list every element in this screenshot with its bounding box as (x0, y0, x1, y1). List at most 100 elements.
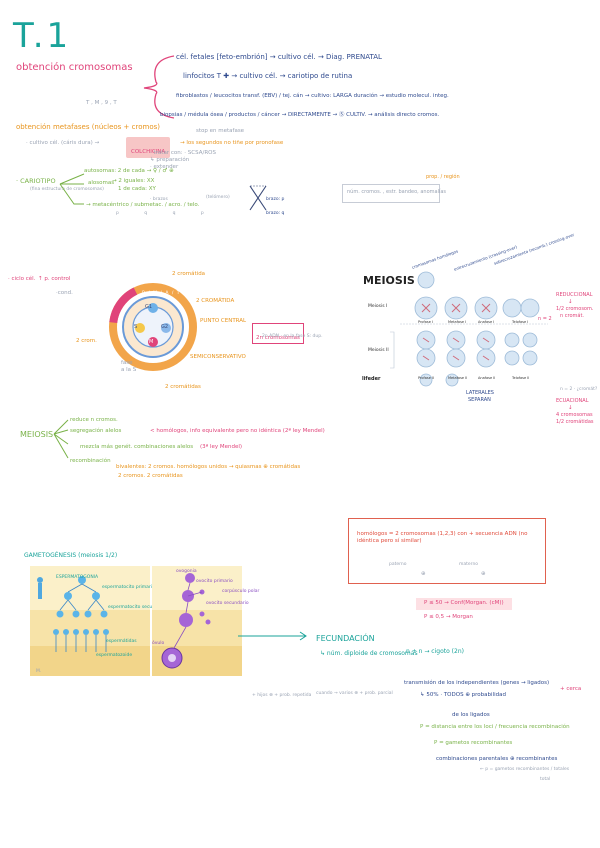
herencia-l8: total (540, 777, 551, 782)
colchicina-tag: COLCHICINA (126, 137, 171, 158)
meiosis-stage-7: Anafase II (478, 376, 496, 380)
fecundacion-title: FECUNDACIÓN (316, 634, 375, 643)
meiosis-stage-4: Telofase I (512, 320, 529, 324)
metafases-heading: obtención metafases (núcleos + cromos) (16, 123, 160, 131)
meiosis-bottom-2: SEPARAN (468, 397, 491, 403)
meiosis-notes-b4c: 2 cromos. 2 cromátidas (118, 473, 183, 479)
fecundacion-sub: ↳ núm. diploide de cromosomas (320, 650, 418, 657)
meiosis-title: MEIOSIS (363, 274, 415, 287)
cariotipo-box-note: prop. / región (426, 174, 460, 180)
meiosis-diagram: MEIOSIS Meiosis I Meiosis II cromosomas … (360, 232, 575, 390)
egg-label-4: corpúsculo polar (222, 589, 260, 594)
cycle-s: S (134, 324, 138, 330)
meiosis-bottom: LATERALES (466, 390, 494, 396)
colchicina-label: COLCHICINA (131, 149, 166, 155)
meiosis-side-n: n = 2 · ¿cromát? (560, 387, 598, 392)
meiosis-stage-1: Profase I (418, 320, 434, 324)
cycle-g1: G1 (145, 304, 153, 310)
cycle-fase-2: a la S (121, 367, 137, 373)
cariotipo-b5-note2: · brazos (150, 197, 168, 202)
homologos-note-1: paterno (389, 562, 407, 567)
egg-label-2: ovocito primario (196, 579, 233, 584)
cariotipo-box: núm. cromos. , estr. bandeo, anomalías (342, 184, 446, 203)
cell-cycle-wheel (109, 283, 197, 371)
cariotipo-foot: p q q p (116, 211, 216, 216)
meiosis-notes-b2: segregación alelos (70, 428, 122, 434)
meiosis-notes-b4: recombinación (70, 458, 111, 464)
cycle-hint-2: 2n ADN · en la fase S: dup. (262, 334, 323, 339)
metafases-sub-3: · extender (150, 164, 179, 170)
cycle-fase: fase (121, 360, 133, 366)
meiosis-stage-3: Anafase I (478, 320, 495, 324)
egg-label-1: ovogonia (176, 569, 197, 574)
meiosis-stage-2: Metafase I (448, 320, 467, 324)
herencia-l1b: + cerca (560, 686, 582, 692)
metafases-sub-2: ↳ preparación (150, 157, 190, 163)
meiosis-notes-label: MEIOSIS (20, 430, 54, 439)
cariotipo-branches (59, 173, 85, 205)
metafases-note: stop en metafase (196, 128, 245, 134)
meiosis-side-3b: ↓ (568, 405, 573, 411)
meiosis-side-1d: n cromát. (560, 313, 584, 319)
herencia-l1: transmisión de los independientes (genes… (404, 680, 550, 686)
meiosis-side-3: ECUACIONAL (556, 398, 589, 404)
obtencion-row-2: linfocitos T ✚ → cultivo cél. → cariotip… (183, 72, 353, 80)
herencia-p1: P ≤ 50 → Conf(Morgan. (cM)) (424, 600, 504, 606)
meiosis-stage-8: Telofase II (512, 376, 530, 380)
sperm-label-2: espermatocito primario (102, 585, 155, 590)
oogenesis-diagram (152, 566, 242, 676)
sperm-label-5: espermatozoide (96, 653, 133, 658)
meiosis-notes-b4b: bivalentes: 2 cromos. homólogos unidos →… (116, 464, 301, 470)
sperm-label-4: espermátidas (106, 639, 137, 644)
metafases-row: · cultivo cél. (cáris dura) → (26, 140, 100, 146)
meiosis-row-2: Meiosis II (368, 348, 389, 353)
obtencion-heading: obtención cromosomas (16, 62, 133, 73)
cariotipo-b1: autosomas: 2 de cada → ♀ / ♂ ⊕ (84, 168, 174, 174)
meiosis-notes-b2b: < homólogos, info equivalente pero no id… (150, 428, 325, 434)
meiosis-notes-branches (53, 419, 69, 459)
homologos-note-2: materno (459, 562, 479, 567)
ciclo-hint-1: ·cond. (56, 290, 73, 296)
meiosis-notes-b3: mezcla más genét. combinaciones alelos (80, 444, 194, 450)
meiosis-side-1c: 1/2 cromosom. (556, 306, 594, 312)
meiosis-credit: lifeder (362, 376, 381, 382)
meiosis-notes-b1: reduce n cromos. (70, 417, 118, 423)
cariotipo-label: · CARIOTIPO (16, 177, 56, 185)
cariotipo-b2: alosomas (88, 180, 115, 186)
egg-label-3: ovocito secundario (206, 601, 249, 606)
obtencion-row-3: fibroblastos / leucocitos transf. (EBV) … (176, 93, 449, 99)
meiosis-side-3c: 4 cromosomas (556, 412, 593, 418)
sperm-note: M. (36, 669, 42, 674)
cycle-punto: PUNTO CENTRAL (200, 318, 247, 324)
cycle-cromatidas: 2 cromátidas (165, 384, 201, 390)
obtencion-brace (143, 55, 175, 119)
obtencion-row-1: cél. fetales [feto-embrión] → cultivo cé… (176, 53, 382, 61)
cycle-semi: SEMICONSERVATIVO (190, 354, 246, 360)
cycle-phases: P / M / A / T (142, 291, 181, 296)
gametogenesis-title: GAMETOGÉNESIS (meiosis 1/2) (24, 552, 118, 559)
cycle-m: M (149, 339, 154, 345)
egg-label-5: óvulo (152, 641, 165, 646)
cariotipo-shapes (249, 185, 267, 211)
cariotipo-b4: 1 de cada: XY (118, 186, 156, 192)
homologos-box: homólogos = 2 cromosomas (1,2,3) con + s… (348, 518, 546, 584)
fecundacion-n: n + n → cigoto (2n) (406, 648, 464, 655)
herencia-p-box (416, 598, 512, 610)
homologos-text: homólogos = 2 cromosomas (1,2,3) con + s… (357, 531, 528, 544)
spermatogenesis-diagram (30, 566, 150, 676)
page-title: T.1 (13, 16, 72, 56)
ciclo-label: · ciclo cél. (8, 276, 36, 282)
meiosis-stage-5: Profase II (418, 376, 435, 380)
fecundacion-note: + hijos ⊕ + prob. repetida (252, 693, 312, 698)
sperm-label-3: espermatocito secundario (108, 605, 167, 610)
meiosis-cells (390, 271, 548, 387)
herencia-p2: P ≤ 0,5 → Morgan (424, 614, 473, 620)
cariotipo-shape-1: brazo: p (266, 197, 285, 202)
meiosis-side-1: REDUCCIONAL (556, 292, 593, 298)
meiosis-side-3d: 1/2 cromátidas (556, 419, 594, 425)
herencia-l2: ↳ 50% · TODOS ⊕ probabilidad (420, 692, 506, 698)
metafases-after: → los segundos no tiñe por pronofase (180, 140, 284, 146)
obtencion-note: T , M , 9 , T (86, 100, 117, 106)
sperm-label-1: ESPERMATOGONIA (56, 575, 99, 580)
cycle-hint-box: 2n cromosomas (252, 323, 304, 344)
